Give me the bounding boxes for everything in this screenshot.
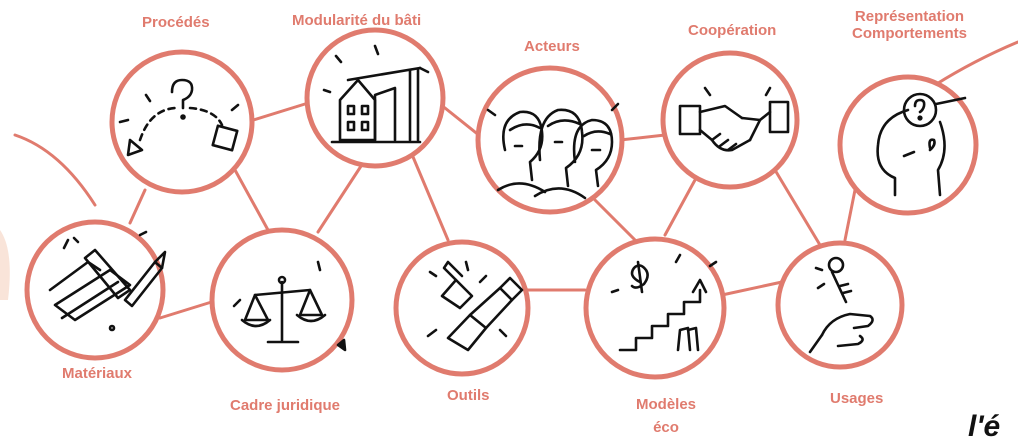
edge-acteurs-modeles bbox=[593, 198, 637, 242]
label-materiaux: Matériaux bbox=[62, 365, 133, 382]
edge-right-exit bbox=[933, 40, 1018, 87]
label-representation-line1: Représentation bbox=[854, 8, 965, 25]
decorative-accent-shape bbox=[0, 230, 10, 300]
edge-modularite-outils bbox=[406, 143, 450, 242]
label-acteurs: Acteurs bbox=[524, 38, 580, 55]
circle-acteurs bbox=[475, 65, 625, 215]
handshake-icon bbox=[678, 86, 790, 152]
edge-cooperation-usages bbox=[773, 168, 822, 247]
label-procedes: Procédés bbox=[142, 14, 210, 31]
edge-modularite-cadre bbox=[316, 158, 367, 234]
tools-hammer-icon bbox=[426, 260, 524, 352]
label-representation: Représentation Comportements bbox=[852, 8, 967, 42]
edge-procedes-cadre bbox=[233, 168, 270, 232]
edge-acteurs-cooperation bbox=[618, 133, 667, 142]
scales-icon bbox=[232, 260, 347, 352]
label-outils: Outils bbox=[447, 387, 490, 404]
process-arrow-icon bbox=[118, 78, 240, 157]
circle-procedes bbox=[109, 49, 255, 195]
circle-representation bbox=[837, 74, 979, 216]
label-representation-line2: Comportements bbox=[852, 25, 968, 42]
edge-modeles-usages bbox=[720, 280, 784, 297]
label-modeles-line1: Modèles bbox=[636, 396, 697, 413]
corner-partial-text: l'é bbox=[968, 410, 1001, 443]
label-modeles-line2: éco bbox=[653, 419, 679, 436]
label-modeles: Modèles éco bbox=[636, 396, 696, 436]
growth-dollar-icon bbox=[610, 253, 718, 352]
circle-materiaux bbox=[24, 219, 166, 361]
edge-procedes-materiaux bbox=[128, 188, 147, 225]
label-usages: Usages bbox=[830, 390, 884, 407]
circle-cooperation bbox=[660, 50, 800, 190]
connector-lines bbox=[13, 40, 1018, 320]
people-group-icon bbox=[486, 102, 620, 200]
edge-cooperation-modeles bbox=[663, 178, 697, 237]
node-circles bbox=[24, 27, 979, 380]
circle-usages bbox=[775, 240, 905, 370]
edge-materiaux-cadre bbox=[158, 298, 220, 320]
label-cooperation: Coopération bbox=[688, 22, 777, 39]
label-cadre: Cadre juridique bbox=[230, 397, 341, 414]
edge-procedes-modularite bbox=[245, 102, 307, 124]
label-modularite: Modularité du bâti bbox=[292, 12, 422, 29]
circle-outils bbox=[393, 239, 531, 377]
materials-pencil-icon bbox=[48, 230, 167, 332]
circle-modeles bbox=[583, 236, 727, 380]
building-crane-icon bbox=[322, 44, 430, 144]
edge-left-entry bbox=[13, 133, 97, 207]
key-hand-icon bbox=[808, 256, 874, 354]
head-magnifier-icon bbox=[876, 92, 967, 197]
